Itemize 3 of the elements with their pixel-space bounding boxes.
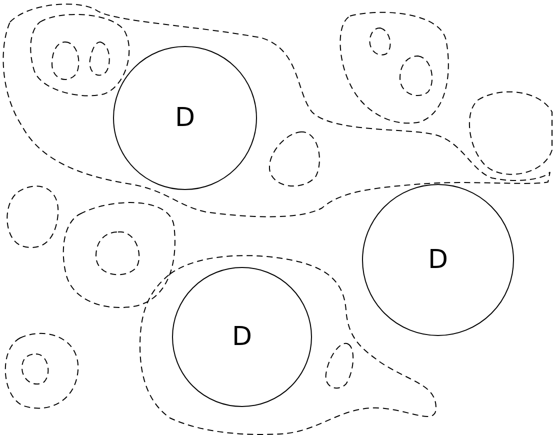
circle-label: D xyxy=(232,324,252,350)
circle-label: D xyxy=(428,247,448,273)
circle-label: D xyxy=(174,105,196,131)
